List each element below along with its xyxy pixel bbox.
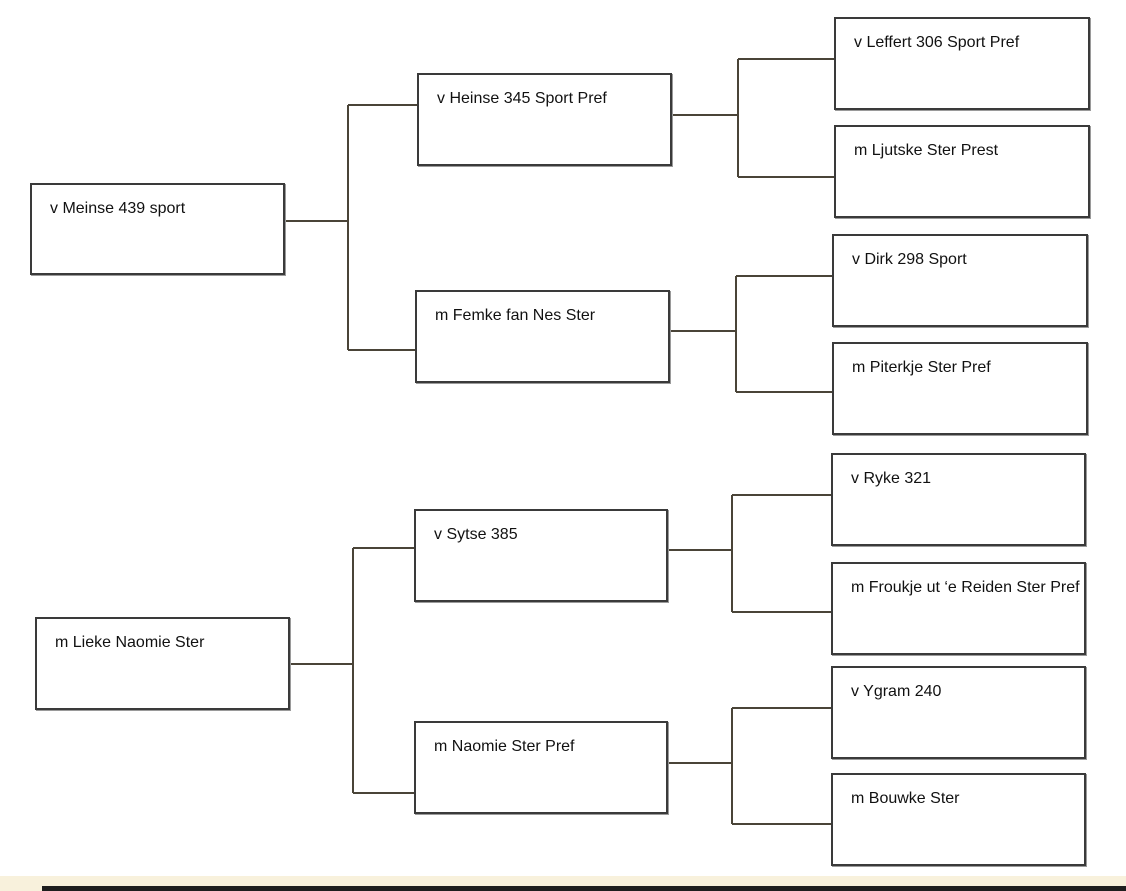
- person-name: v Leffert 306 Sport Pref: [854, 34, 1020, 51]
- person-name: m Naomie Ster Pref: [434, 738, 575, 755]
- person-box-subject-2-sire-dam: m Froukje ut ‘e Reiden Ster Pref: [831, 562, 1086, 655]
- person-name: v Ryke 321: [851, 470, 932, 487]
- person-name: m Piterkje Ster Pref: [852, 359, 991, 376]
- connector-heinse-to-parents: [672, 58, 835, 178]
- connector-meinse-to-parents: [285, 104, 418, 351]
- person-box-subject-2-sire-sire: v Ryke 321: [831, 453, 1086, 546]
- person-box-subject-2-dam-sire: v Ygram 240: [831, 666, 1086, 759]
- person-box-subject-2-dam-dam: m Bouwke Ster: [831, 773, 1086, 866]
- person-name: v Ygram 240: [851, 683, 942, 700]
- connector-lieke-to-parents: [290, 547, 415, 794]
- connector-naomie-to-parents: [668, 707, 832, 825]
- person-box-subject-2-dam: m Naomie Ster Pref: [414, 721, 668, 814]
- person-box-subject-1-sire-sire: v Leffert 306 Sport Pref: [834, 17, 1090, 110]
- connector-sytse-to-parents: [668, 494, 832, 613]
- person-box-subject-1: v Meinse 439 sport: [30, 183, 285, 275]
- person-name: m Lieke Naomie Ster: [55, 634, 205, 651]
- person-name: v Meinse 439 sport: [50, 200, 186, 217]
- connector-femke-to-parents: [670, 275, 833, 393]
- person-name: m Froukje ut ‘e Reiden Ster Pref: [851, 579, 1080, 596]
- person-name: v Dirk 298 Sport: [852, 251, 967, 268]
- person-box-subject-1-sire: v Heinse 345 Sport Pref: [417, 73, 672, 166]
- person-name: v Sytse 385: [434, 526, 518, 543]
- footer-divider: [42, 886, 1126, 891]
- person-box-subject-2-sire: v Sytse 385: [414, 509, 668, 602]
- person-name: m Ljutske Ster Prest: [854, 142, 999, 159]
- person-box-subject-2: m Lieke Naomie Ster: [35, 617, 290, 710]
- person-name: v Heinse 345 Sport Pref: [437, 90, 607, 107]
- person-name: m Bouwke Ster: [851, 790, 960, 807]
- person-box-subject-1-dam-dam: m Piterkje Ster Pref: [832, 342, 1088, 435]
- person-box-subject-1-dam-sire: v Dirk 298 Sport: [832, 234, 1088, 327]
- person-box-subject-1-dam: m Femke fan Nes Ster: [415, 290, 670, 383]
- person-box-subject-1-sire-dam: m Ljutske Ster Prest: [834, 125, 1090, 218]
- person-name: m Femke fan Nes Ster: [435, 307, 596, 324]
